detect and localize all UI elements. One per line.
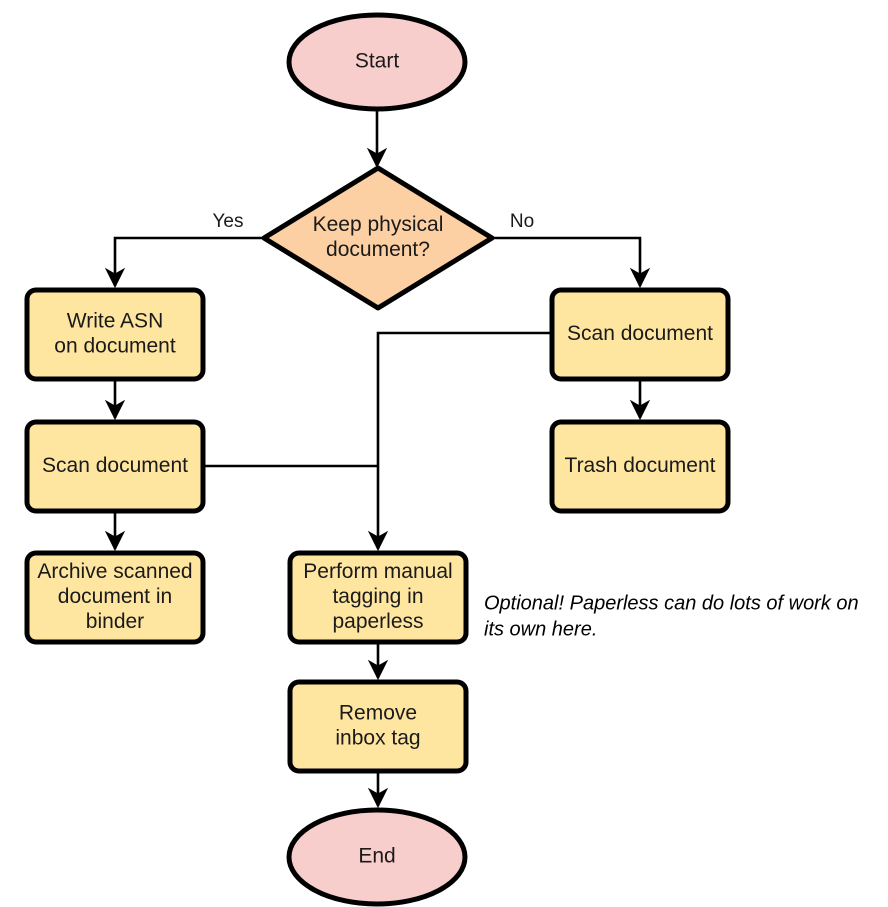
process-shape [287, 679, 469, 774]
process-shape [24, 550, 206, 645]
process-shape [24, 419, 206, 514]
process-shape [287, 550, 469, 645]
node-label-scan_left: Scan document [42, 454, 188, 477]
connectors-layer: Yes No [104, 109, 651, 809]
node-label-archive: document in [58, 585, 172, 608]
node-trash[interactable]: Trash document [549, 419, 731, 514]
node-label-remove_inbox: Remove [339, 702, 417, 725]
node-scan_right[interactable]: Scan document [549, 287, 731, 382]
edge-label-no: No [510, 211, 534, 232]
connector-e-scanright-tagging [367, 331, 552, 552]
process-shape [549, 419, 731, 514]
node-label-keep: document? [326, 238, 430, 261]
node-label-keep: Keep physical [313, 213, 444, 236]
node-label-remove_inbox: inbox tag [335, 727, 420, 750]
node-label-archive: Archive scanned [37, 560, 192, 583]
connector-line [367, 331, 552, 552]
annotations-layer: Optional! Paperless can do lots of work … [484, 592, 859, 640]
annotation-line: its own here. [484, 618, 597, 640]
annotation-optional-note: Optional! Paperless can do lots of work … [484, 592, 859, 640]
connector-line [104, 236, 264, 289]
terminator-shape [286, 12, 468, 112]
node-start[interactable]: Start [286, 12, 468, 112]
node-label-trash: Trash document [565, 454, 716, 477]
node-label-scan_right: Scan document [567, 322, 713, 345]
node-scan_left[interactable]: Scan document [24, 419, 206, 514]
connector-e-keep-write: Yes [104, 211, 264, 289]
node-label-start: Start [355, 50, 400, 73]
node-label-write_asn: on document [54, 335, 176, 358]
decision-shape [261, 165, 495, 311]
node-label-tagging: Perform manual [303, 560, 452, 583]
node-end[interactable]: End [286, 807, 468, 907]
node-label-archive: binder [86, 610, 144, 633]
node-label-end: End [358, 845, 395, 868]
annotation-line: Optional! Paperless can do lots of work … [484, 592, 859, 614]
connector-line [492, 236, 651, 289]
process-shape [549, 287, 731, 382]
process-shape [24, 287, 206, 382]
node-label-tagging: tagging in [332, 585, 423, 608]
connector-e-keep-scanright: No [492, 211, 651, 289]
edge-label-yes: Yes [213, 211, 244, 232]
node-label-write_asn: Write ASN [67, 310, 163, 333]
node-label-tagging: paperless [332, 610, 423, 633]
terminator-shape [286, 807, 468, 907]
